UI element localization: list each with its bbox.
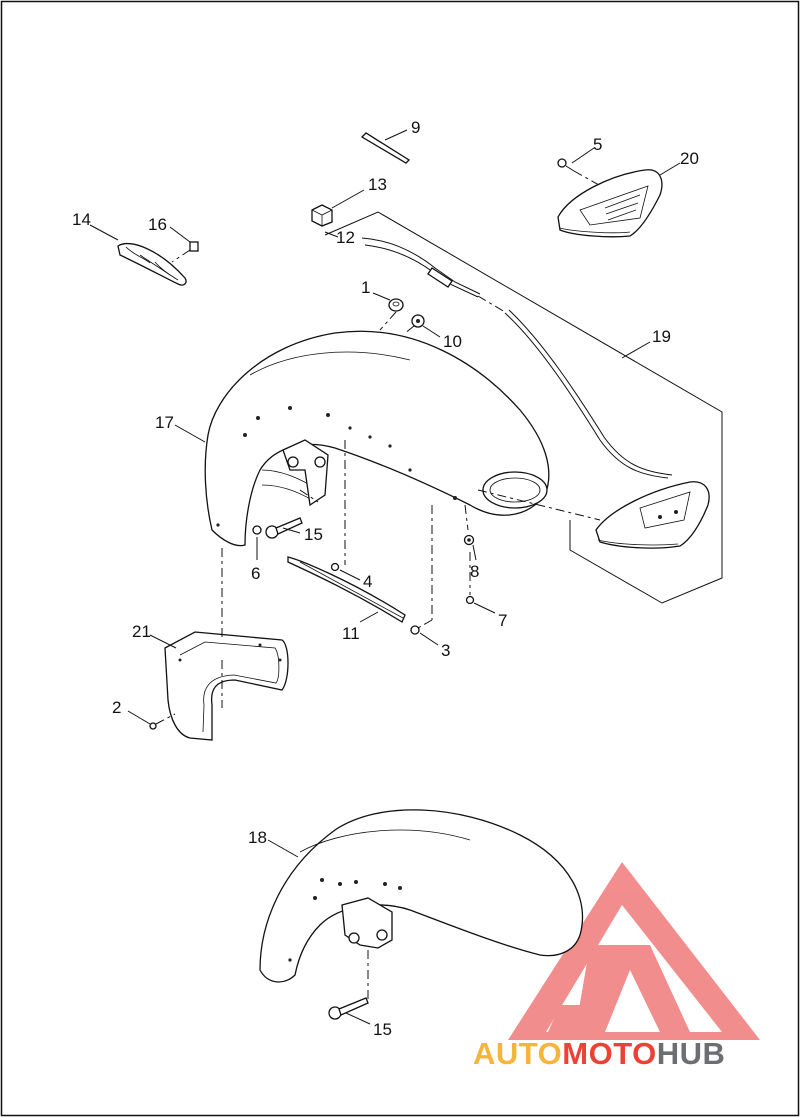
part-15-bolt-rear: [265, 517, 303, 539]
callout-17: 17: [155, 413, 174, 432]
part-6-nut: [252, 525, 262, 535]
part-11-bracket: [287, 556, 406, 623]
watermark-logo-icon: [508, 862, 760, 1040]
callout-12: 12: [336, 228, 355, 247]
callout-4: 4: [363, 572, 372, 591]
callout-3: 3: [441, 641, 450, 660]
callout-9: 9: [411, 118, 420, 137]
callout-15-front: 15: [373, 1020, 392, 1039]
part-18-front-fender: [259, 809, 584, 983]
watermark-text: AUTOMOTOHUB: [473, 1036, 725, 1071]
callout-20: 20: [680, 149, 699, 168]
callout-15-rear: 15: [304, 525, 323, 544]
callout-8: 8: [470, 562, 479, 581]
part-19-tail-lamp: [595, 481, 710, 549]
watermark-auto: AUTO: [473, 1036, 562, 1071]
part-8-nut: [463, 534, 475, 546]
callout-18: 18: [248, 828, 267, 847]
callout-21: 21: [132, 622, 151, 641]
watermark-moto: MOTO: [562, 1036, 656, 1071]
callout-13: 13: [368, 175, 387, 194]
part-14-emblem: [117, 242, 187, 286]
callout-10: 10: [443, 332, 462, 351]
callout-19: 19: [652, 327, 671, 346]
part-17-rear-fender: [204, 330, 550, 547]
callout-6: 6: [251, 564, 260, 583]
part-13-connector: [311, 204, 333, 227]
callout-14: 14: [72, 210, 91, 229]
callout-1: 1: [361, 278, 370, 297]
callout-16: 16: [148, 215, 167, 234]
watermark-hub: HUB: [657, 1036, 726, 1071]
part-16-clip: [189, 241, 199, 252]
part-2-screw: [149, 722, 157, 730]
part-15-bolt-front: [328, 997, 369, 1020]
part-1-grommet: [388, 298, 404, 312]
part-12-harness: [361, 237, 673, 479]
callout-2: 2: [112, 698, 121, 717]
callout-7: 7: [498, 611, 507, 630]
part-3-screw: [410, 625, 420, 635]
lamp-group-outline: [324, 211, 723, 604]
part-4-screw: [330, 562, 340, 572]
part-20-nameplate: [557, 169, 663, 238]
part-5-screw: [557, 158, 567, 168]
part-10-nut: [411, 314, 425, 328]
part-7-screw: [465, 595, 475, 605]
part-9-strap: [360, 132, 411, 164]
callout-11: 11: [342, 624, 360, 643]
callout-5: 5: [593, 135, 602, 154]
part-21-fender-support: [164, 631, 289, 741]
